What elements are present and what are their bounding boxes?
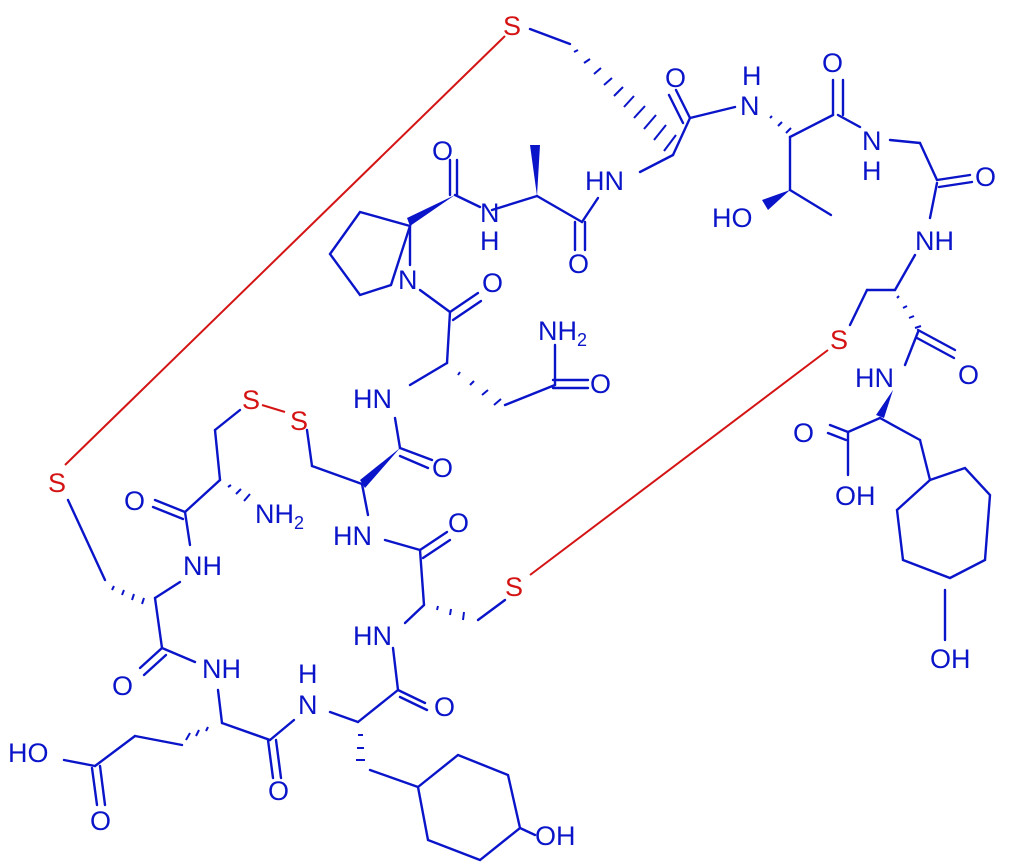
hydrogen-label: H (298, 659, 318, 689)
oxygen-label: O (112, 671, 133, 701)
amine-label: NH2 (538, 316, 587, 350)
hydroxyl-label: OH (930, 644, 971, 674)
sulfur-atom-ss-a: S (242, 385, 260, 415)
hydrogen-label: H (742, 61, 762, 91)
oxygen-label: O (590, 369, 611, 399)
amine-label: HN (353, 621, 392, 651)
oxygen-label: O (124, 486, 145, 516)
nitrogen-label: N (298, 690, 318, 720)
disulfide-bond-long (64, 35, 506, 466)
hydrogen-label: H (862, 156, 882, 186)
amine-label: HN (585, 166, 624, 196)
amine-label: NH (202, 654, 241, 684)
nitrogen-label: N (740, 91, 760, 121)
amine-label: HN (333, 521, 372, 551)
oxygen-label: O (482, 268, 503, 298)
oxygen-label: O (268, 776, 289, 806)
nitrogen-label: N (398, 265, 418, 295)
amine-label: HN (855, 363, 894, 393)
oxygen-label: O (665, 63, 686, 93)
sulfur-atom-lower: S (505, 572, 523, 602)
oxygen-label: O (90, 806, 111, 836)
oxygen-label: O (958, 360, 979, 390)
nitrogen-label: N (480, 198, 500, 228)
sulfur-atom-top: S (503, 11, 521, 41)
oxygen-label: O (793, 418, 814, 448)
oxygen-label: O (432, 136, 453, 166)
nitrogen-label: N (862, 126, 882, 156)
sulfur-atom-ss-b: S (290, 406, 308, 436)
oxygen-label: O (448, 508, 469, 538)
disulfide-bond-right (529, 349, 829, 576)
oxygen-label: O (822, 48, 843, 78)
oxygen-label: O (975, 162, 996, 192)
hydroxyl-label: OH (835, 481, 876, 511)
amine-label: NH (915, 226, 954, 256)
amine-label: HN (353, 384, 392, 414)
oxygen-label: O (434, 692, 455, 722)
hydroxyl-label: HO (8, 738, 49, 768)
oxygen-label: O (432, 453, 453, 483)
sulfur-atom-left: S (48, 468, 66, 498)
sulfur-atom-right: S (830, 325, 848, 355)
hydroxyl-label: OH (535, 821, 576, 851)
hashed-bond (573, 49, 677, 152)
hydrogen-label: H (480, 226, 500, 256)
amine-label: NH2 (255, 499, 304, 533)
oxygen-label: O (568, 249, 589, 279)
hydroxyl-label: HO (712, 203, 753, 233)
amine-label: NH (183, 551, 222, 581)
